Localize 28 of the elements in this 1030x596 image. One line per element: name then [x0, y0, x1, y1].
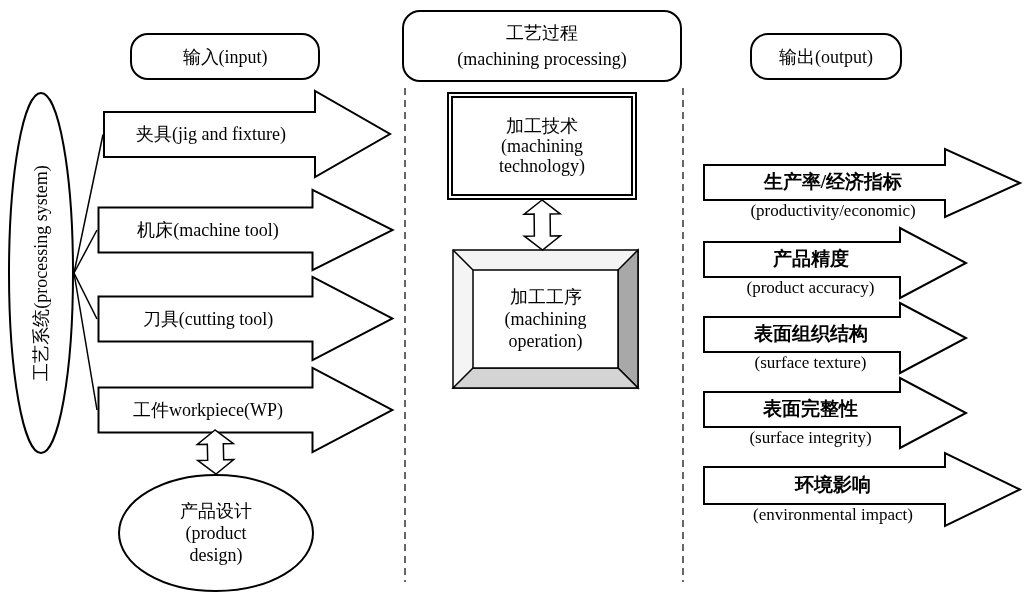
- label-text: (machining operation): [503, 308, 588, 352]
- label-text: 表面完整性: [763, 397, 858, 422]
- label-text: 表面组织结构: [753, 322, 868, 347]
- connector-line: [73, 272, 98, 411]
- connector-line: [73, 272, 98, 320]
- label-text: 机床(machine tool): [137, 218, 279, 242]
- label-text: 环境影响: [795, 473, 871, 498]
- label-text: 生产率/经济指标: [763, 170, 903, 195]
- double-border-box: 加工技术 (machining technology): [447, 92, 637, 200]
- label-text: 加工工序: [509, 286, 582, 308]
- label-text: (environmental impact): [753, 504, 913, 526]
- label-text: 产品精度: [772, 247, 849, 272]
- header-box: 输入(input): [130, 33, 320, 80]
- hollow-double-arrow: [521, 199, 563, 251]
- label-text: (surface texture): [754, 352, 867, 374]
- hollow-double-arrow: [195, 429, 236, 475]
- label-text: 夹具(jig and fixture): [136, 123, 286, 146]
- label-text: (product accuracy): [746, 277, 875, 299]
- header-box: 工艺过程 (machining processing): [402, 10, 682, 82]
- header-box: 输出(output): [750, 33, 902, 80]
- label-text: (productivity/economic): [750, 200, 916, 222]
- connector-line: [73, 229, 98, 274]
- label-text: 产品设计: [180, 500, 252, 522]
- label-text: (surface integrity): [749, 427, 872, 449]
- label-text: 工件workpiece(WP): [133, 398, 283, 422]
- label-text: 工艺系统(processing system): [30, 165, 51, 381]
- label-text: (product design): [184, 522, 248, 566]
- label-text: 刀具(cutting tool): [142, 307, 274, 331]
